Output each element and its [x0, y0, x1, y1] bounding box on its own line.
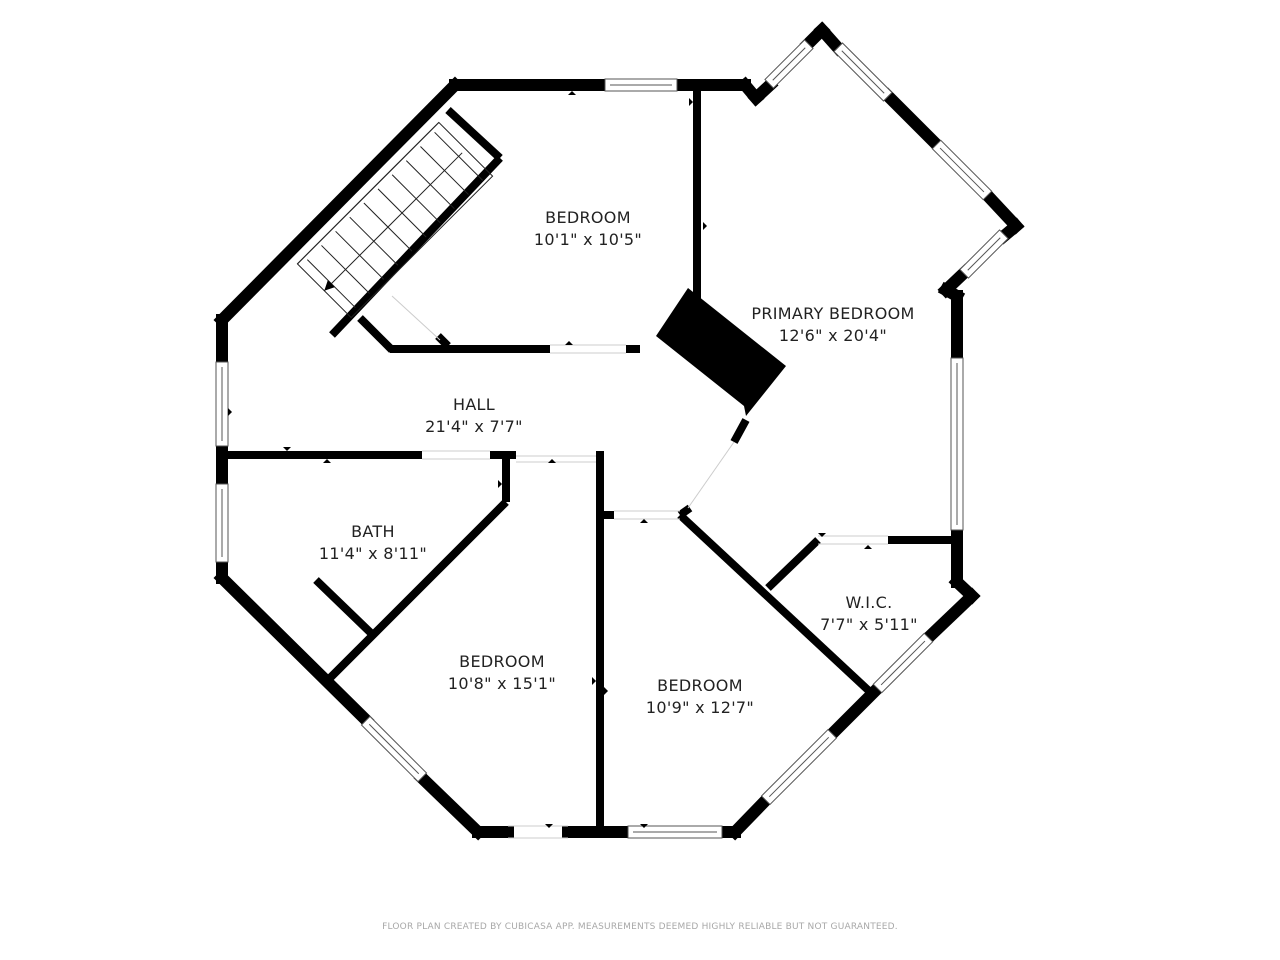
room-name: HALL: [452, 395, 495, 414]
door-markers: [228, 91, 872, 828]
room-name: BEDROOM: [545, 208, 631, 227]
room-bedroom-2: BEDROOM 10'8" x 15'1": [448, 651, 556, 695]
footer-disclaimer: FLOOR PLAN CREATED BY CUBICASA APP. MEAS…: [382, 922, 898, 932]
room-dimensions: 11'4" x 8'11": [318, 544, 428, 563]
room-bedroom-3: BEDROOM 10'9" x 12'7": [646, 675, 754, 719]
room-primary-bedroom: PRIMARY BEDROOM 12'6" x 20'4": [751, 303, 914, 347]
chimney-block: [656, 288, 786, 416]
interior-walls: [222, 88, 957, 832]
door-openings: [391, 295, 888, 839]
room-dimensions: 12'6" x 20'4": [778, 326, 888, 345]
room-name: BEDROOM: [657, 676, 743, 695]
room-bath: BATH 11'4" x 8'11": [319, 521, 427, 565]
exterior-walls: [213, 21, 1025, 841]
room-name: W.I.C.: [845, 593, 893, 612]
room-name: BATH: [351, 522, 395, 541]
room-dimensions: 10'8" x 15'1": [447, 674, 557, 693]
windows: [215, 39, 1009, 839]
room-dimensions: 21'4" x 7'7": [425, 417, 523, 436]
room-name: BEDROOM: [459, 652, 545, 671]
room-name: PRIMARY BEDROOM: [751, 304, 915, 323]
room-dimensions: 10'1" x 10'5": [533, 230, 643, 249]
room-dimensions: 10'9" x 12'7": [645, 698, 755, 717]
stair-arrow-icon: [324, 280, 335, 291]
room-bedroom-1: BEDROOM 10'1" x 10'5": [534, 207, 642, 251]
room-wic: W.I.C. 7'7" x 5'11": [820, 592, 918, 636]
staircase: [296, 121, 494, 319]
room-dimensions: 7'7" x 5'11": [820, 615, 918, 634]
room-hall: HALL 21'4" x 7'7": [425, 394, 523, 438]
